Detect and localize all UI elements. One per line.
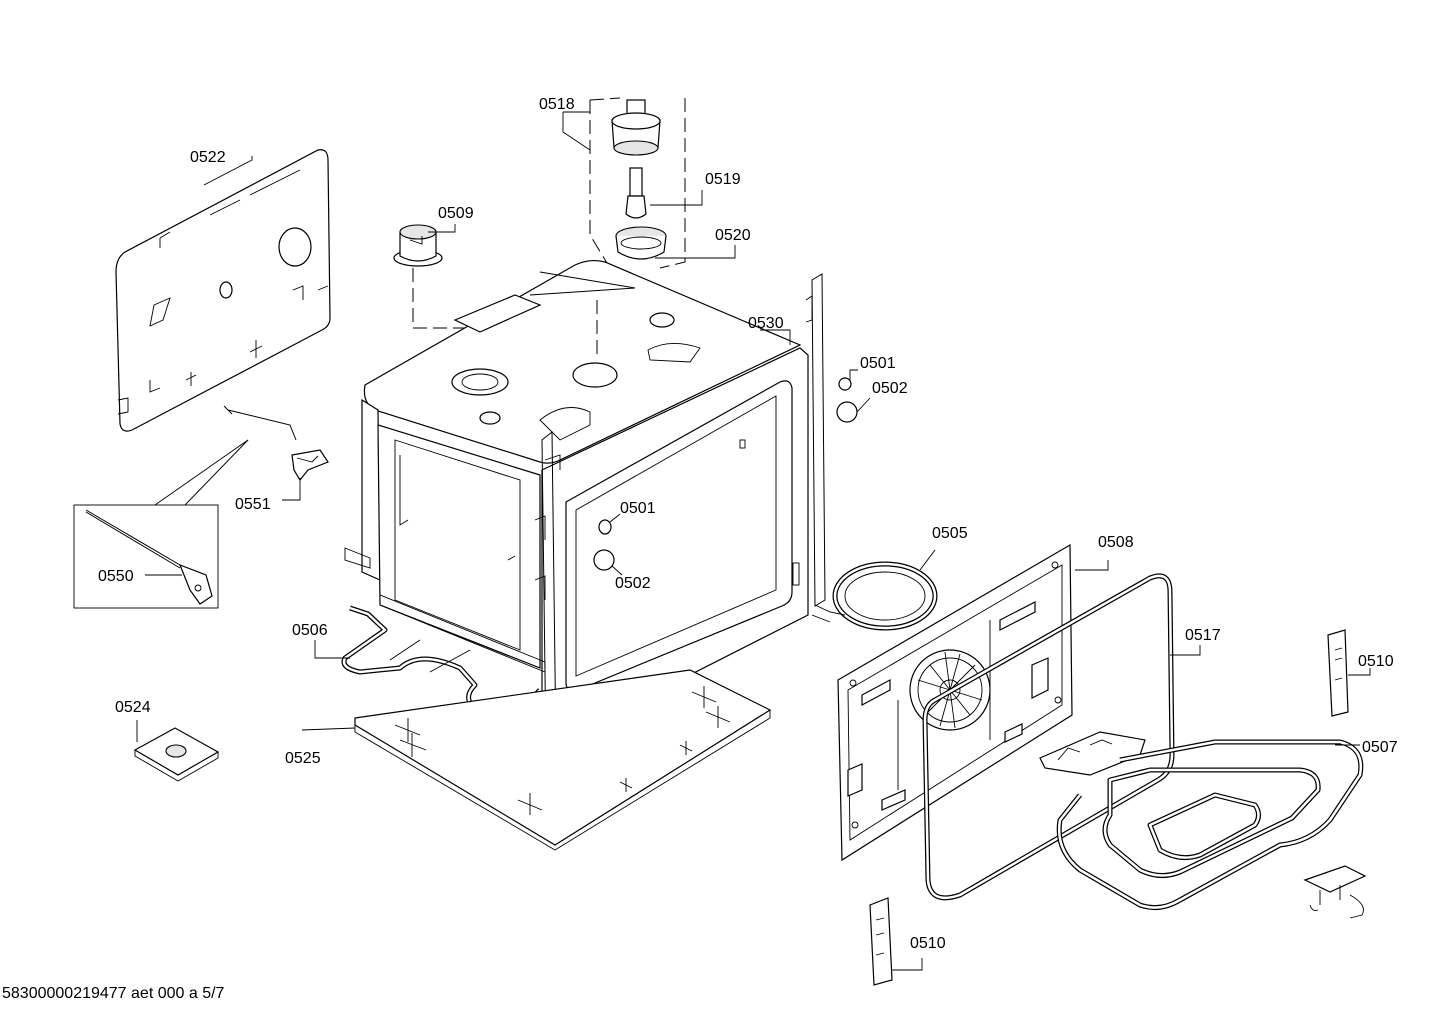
halogen-bulb [625, 167, 647, 219]
square-washer [133, 720, 220, 782]
ring-heating-element [922, 573, 1201, 901]
label-0524: 0524 [115, 699, 151, 716]
label-0517: 0517 [1185, 627, 1221, 644]
bottom-insulation-plate [301, 669, 772, 851]
label-0522: 0522 [190, 149, 226, 166]
label-0507: 0507 [1362, 739, 1398, 756]
hinge-bracket-upper [1327, 629, 1371, 717]
label-0510-lower: 0510 [910, 935, 946, 952]
oven-lamp-assembly [562, 97, 736, 269]
label-0551: 0551 [235, 496, 271, 513]
label-0502-right: 0502 [872, 380, 908, 397]
circular-heating-element [811, 549, 938, 631]
label-0502-left: 0502 [615, 575, 651, 592]
hinge-bracket-lower [869, 897, 923, 986]
rear-cover-panel [115, 149, 331, 432]
label-0508: 0508 [1098, 534, 1134, 551]
temperature-sensor-detail [73, 439, 249, 609]
label-0520: 0520 [715, 227, 751, 244]
lamp-socket [611, 99, 661, 156]
cooling-component [393, 224, 481, 352]
label-0505: 0505 [932, 525, 968, 542]
shelf-support-left [593, 513, 623, 576]
label-0501-right: 0501 [860, 355, 896, 372]
label-0550: 0550 [98, 568, 134, 585]
cable-clip [223, 405, 329, 501]
label-0510-upper: 0510 [1358, 653, 1394, 670]
grill-bracket [1303, 865, 1367, 919]
label-0506: 0506 [292, 622, 328, 639]
label-0525: 0525 [285, 750, 321, 767]
label-0501-left: 0501 [620, 500, 656, 517]
grill-heating-element [1039, 731, 1364, 911]
shelf-support-right [836, 369, 871, 423]
label-0530: 0530 [748, 315, 784, 332]
lamp-glass-cover [615, 226, 667, 260]
label-0518: 0518 [539, 96, 575, 113]
label-0509: 0509 [438, 205, 474, 222]
oven-cavity-housing [344, 259, 826, 753]
label-0519: 0519 [705, 171, 741, 188]
drawing-reference-number: 58300000219477 aet 000 a 5/7 [2, 985, 225, 1002]
